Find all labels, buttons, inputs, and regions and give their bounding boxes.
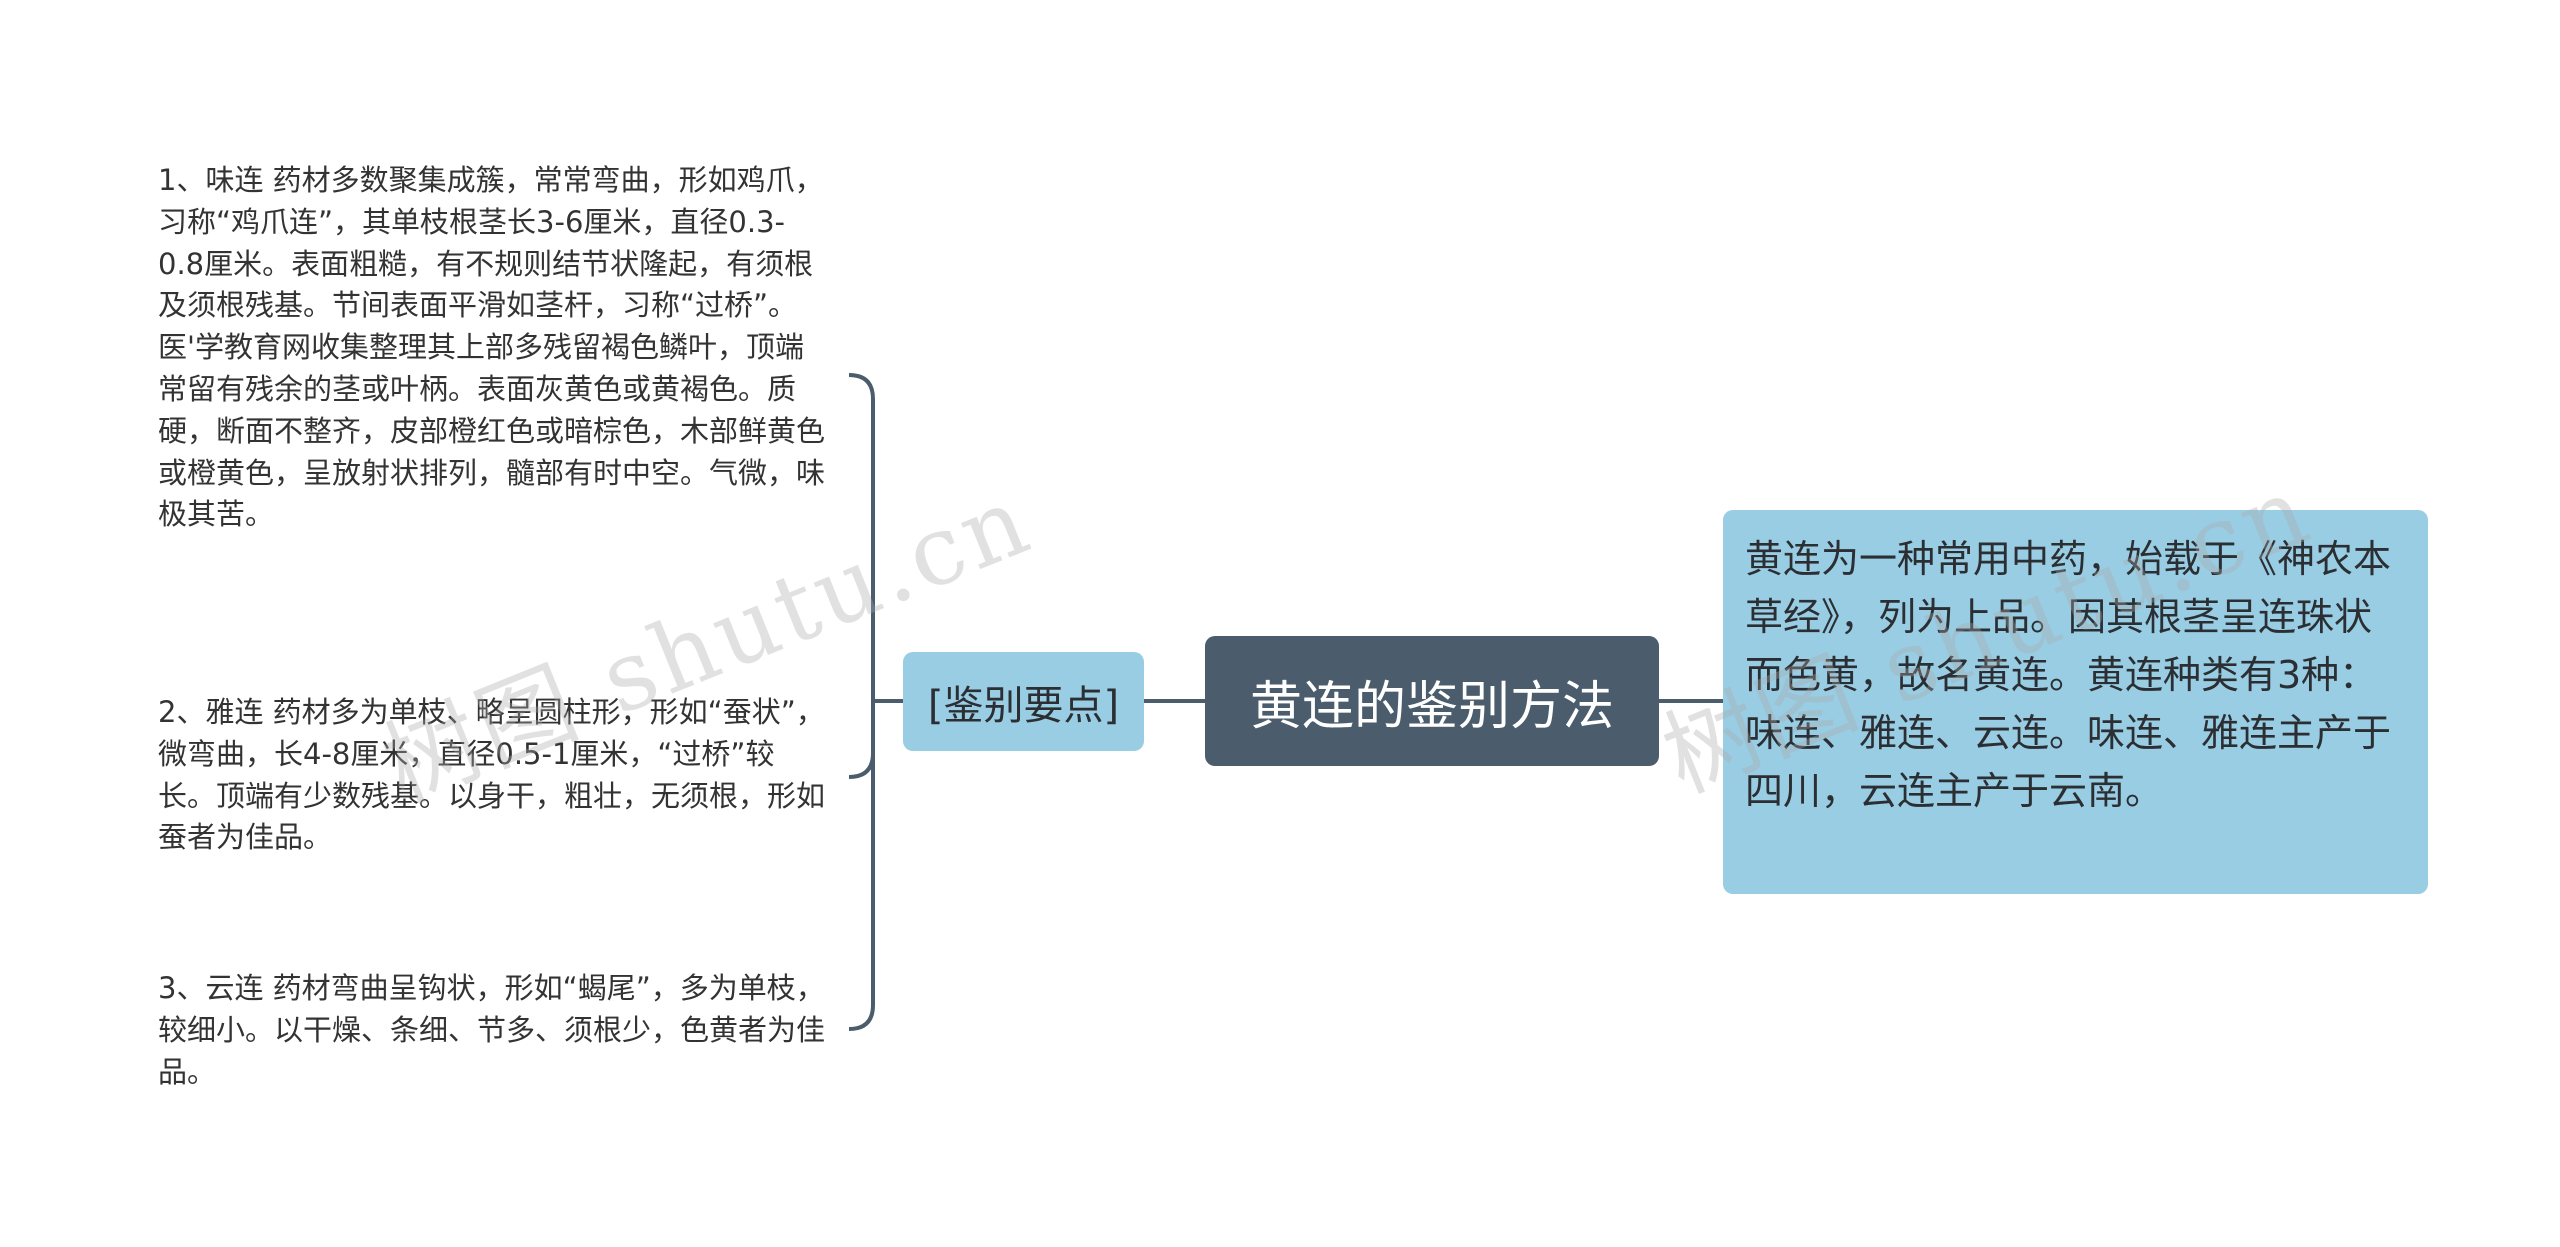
leaf-node-weilian[interactable]: 1、味连 药材多数聚集成簇，常常弯曲，形如鸡爪，习称“鸡爪连”，其单枝根茎长3-…: [158, 163, 826, 532]
summary-text: 黄连为一种常用中药，始载于《神农本草经》，列为上品。因其根茎呈连珠状而色黄，故名…: [1745, 537, 2392, 813]
branch-label: [鉴别要点]: [927, 682, 1120, 729]
branch-node-identification-points[interactable]: [鉴别要点]: [903, 652, 1144, 751]
central-topic-node[interactable]: 黄连的鉴别方法: [1205, 636, 1659, 766]
summary-node[interactable]: 黄连为一种常用中药，始载于《神农本草经》，列为上品。因其根茎呈连珠状而色黄，故名…: [1723, 510, 2428, 894]
leaf-node-yalian[interactable]: 2、雅连 药材多为单枝、略呈圆柱形，形如“蚕状”，微弯曲，长4-8厘米，直径0.…: [158, 695, 826, 855]
connector-to-leaf-2: [848, 752, 875, 779]
connector-bracket: [848, 373, 875, 1031]
leaf-node-yunlian[interactable]: 3、云连 药材弯曲呈钩状，形如“蝎尾”，多为单枝，较细小。以干燥、条细、节多、须…: [158, 971, 826, 1089]
central-topic-label: 黄连的鉴别方法: [1249, 676, 1614, 737]
